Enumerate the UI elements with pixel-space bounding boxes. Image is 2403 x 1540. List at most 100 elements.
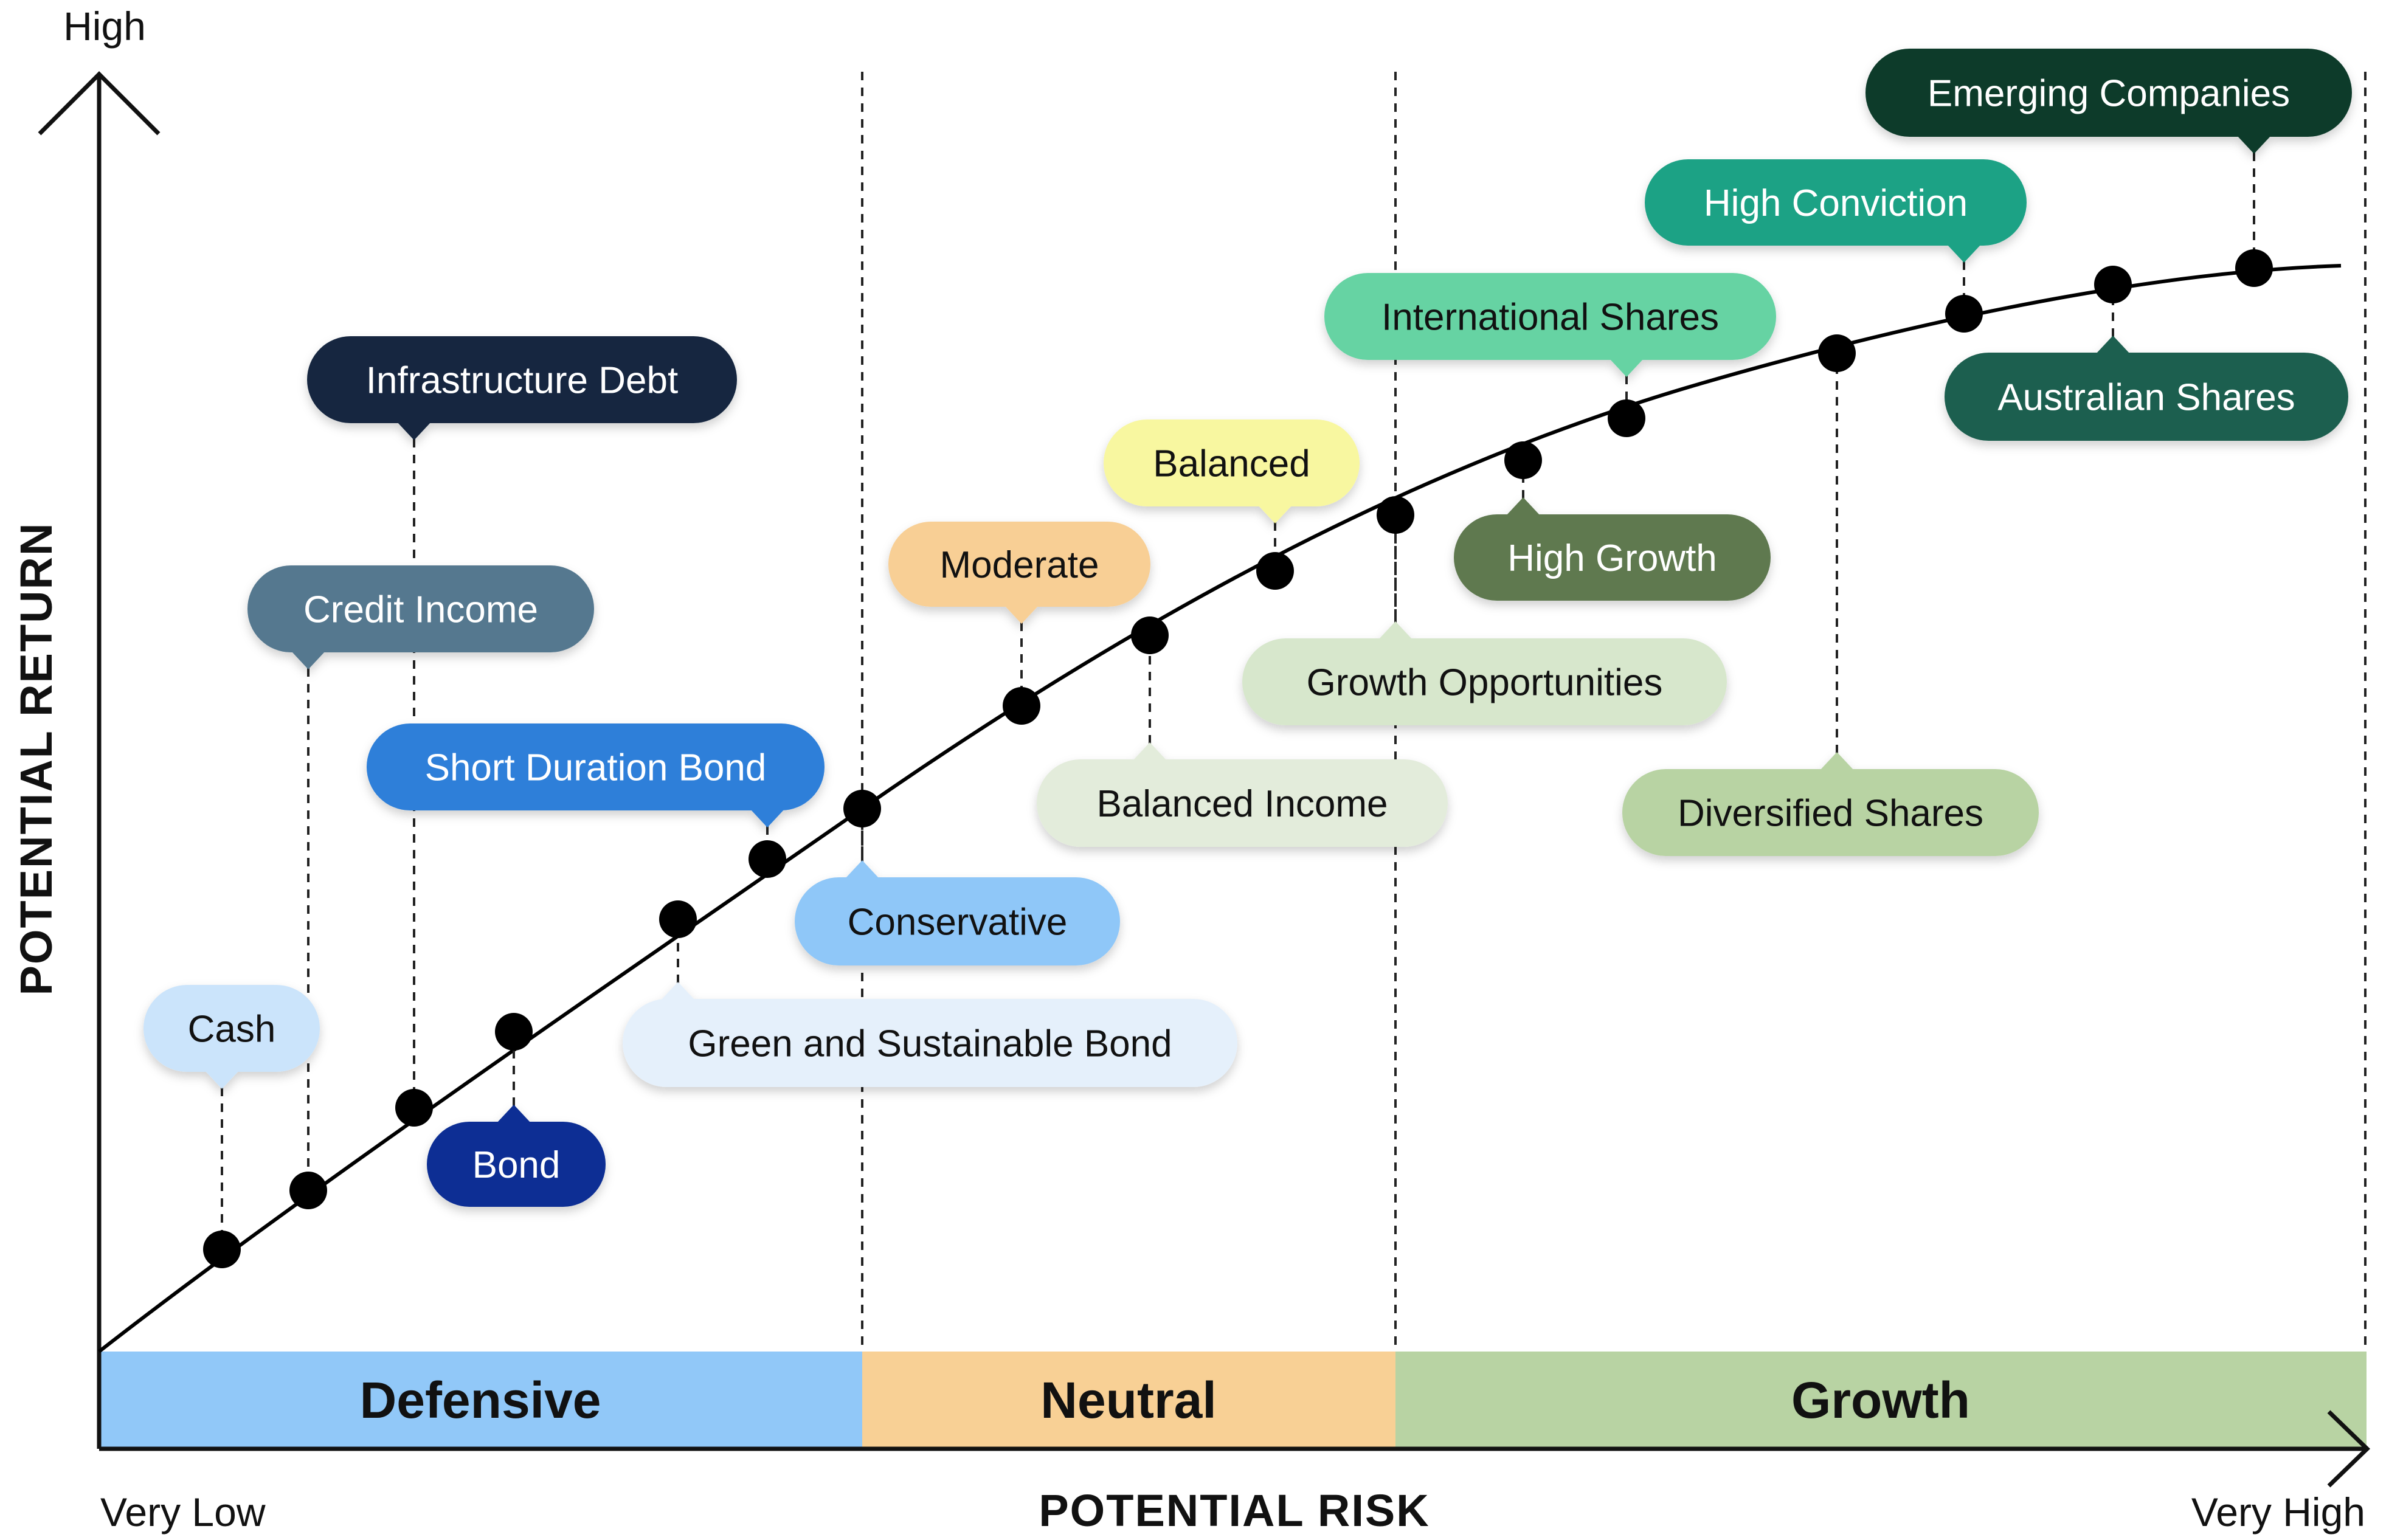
green-and-sustainable-bond-bubble bbox=[623, 982, 1237, 1087]
zone-neutral-label: Neutral bbox=[1040, 1372, 1216, 1429]
bond-dot bbox=[495, 1013, 533, 1051]
short-duration-bond-bubble-body bbox=[367, 723, 825, 810]
australian-shares-bubble-body bbox=[1945, 353, 2348, 441]
conservative-dot bbox=[843, 790, 881, 827]
zone-defensive bbox=[99, 1352, 862, 1449]
balanced-income-dot bbox=[1131, 616, 1169, 654]
high-growth-bubble bbox=[1454, 497, 1771, 601]
infrastructure-debt-bubble bbox=[307, 336, 737, 440]
infrastructure-debt-bubble-body bbox=[307, 336, 737, 423]
high-conviction-bubble bbox=[1645, 159, 2027, 263]
high-conviction-label: High Conviction bbox=[1704, 182, 1968, 224]
emerging-companies-bubble-pointer bbox=[2237, 136, 2271, 154]
growth-opportunities-dot bbox=[1377, 496, 1414, 534]
credit-income-bubble-pointer bbox=[291, 651, 325, 669]
high-growth-dot bbox=[1504, 441, 1542, 479]
balanced-income-bubble bbox=[1037, 742, 1448, 847]
cash-bubble bbox=[143, 985, 320, 1089]
international-shares-bubble bbox=[1324, 273, 1776, 377]
x-axis-very-high-label: Very High bbox=[2191, 1490, 2365, 1535]
infrastructure-debt-label: Infrastructure Debt bbox=[366, 360, 678, 402]
diversified-shares-dot bbox=[1818, 334, 1856, 372]
conservative-bubble bbox=[795, 860, 1120, 965]
short-duration-bond-bubble-pointer bbox=[750, 809, 784, 827]
balanced-bubble-pointer bbox=[1258, 505, 1292, 523]
bond-label: Bond bbox=[472, 1144, 561, 1186]
high-growth-label: High Growth bbox=[1507, 537, 1717, 579]
cash-dot bbox=[203, 1231, 241, 1268]
international-shares-bubble-pointer bbox=[1609, 359, 1644, 377]
australian-shares-bubble-pointer bbox=[2096, 336, 2130, 354]
balanced-income-bubble-pointer bbox=[1133, 742, 1167, 761]
conservative-bubble-body bbox=[795, 877, 1120, 965]
growth-opportunities-bubble-body bbox=[1242, 638, 1727, 725]
cash-bubble-body bbox=[143, 985, 320, 1072]
international-shares-label: International Shares bbox=[1381, 297, 1719, 339]
moderate-bubble-body bbox=[888, 522, 1150, 607]
conservative-bubble-pointer bbox=[845, 860, 879, 879]
balanced-income-bubble-body bbox=[1037, 759, 1448, 847]
australian-shares-bubble bbox=[1945, 336, 2348, 441]
cash-label: Cash bbox=[188, 1009, 276, 1051]
high-growth-bubble-pointer bbox=[1506, 497, 1540, 516]
short-duration-bond-dot bbox=[749, 840, 786, 878]
moderate-bubble bbox=[888, 522, 1150, 624]
bond-bubble-body bbox=[427, 1122, 606, 1207]
x-axis-arrowhead bbox=[2327, 1410, 2371, 1488]
infrastructure-debt-bubble-pointer bbox=[397, 422, 431, 440]
growth-opportunities-label: Growth Opportunities bbox=[1307, 662, 1663, 704]
emerging-companies-dot bbox=[2235, 249, 2273, 287]
australian-shares-dot bbox=[2094, 266, 2132, 303]
credit-income-bubble-body bbox=[247, 565, 594, 652]
fund-label-layer: Cash Credit Income Infrastructure DebtBond… bbox=[143, 49, 2352, 1207]
balanced-bubble bbox=[1104, 420, 1360, 523]
growth-opportunities-bubble-pointer bbox=[1378, 621, 1412, 640]
green-and-sustainable-bond-dot bbox=[659, 900, 697, 938]
balanced-income-label: Balanced Income bbox=[1096, 783, 1388, 825]
y-axis-high-label: High bbox=[63, 4, 146, 49]
y-axis-arrowhead bbox=[38, 71, 161, 136]
credit-income-label: Credit Income bbox=[303, 589, 538, 631]
conservative-label: Conservative bbox=[848, 902, 1068, 944]
high-growth-bubble-body bbox=[1454, 514, 1771, 601]
moderate-label: Moderate bbox=[940, 544, 1099, 586]
balanced-dot bbox=[1256, 552, 1294, 590]
zone-neutral bbox=[862, 1352, 1395, 1449]
high-conviction-bubble-body bbox=[1645, 159, 2027, 246]
diversified-shares-bubble-pointer bbox=[1820, 752, 1854, 770]
moderate-dot bbox=[1003, 687, 1040, 725]
x-axis-title: POTENTIAL RISK bbox=[1039, 1485, 1430, 1536]
emerging-companies-label: Emerging Companies bbox=[1928, 73, 2290, 115]
green-and-sustainable-bond-bubble-body bbox=[623, 999, 1237, 1087]
high-conviction-dot bbox=[1945, 295, 1983, 333]
australian-shares-label: Australian Shares bbox=[1997, 377, 2295, 419]
growth-opportunities-bubble bbox=[1242, 621, 1727, 725]
short-duration-bond-bubble bbox=[367, 723, 825, 827]
green-and-sustainable-bond-bubble-pointer bbox=[661, 982, 695, 1000]
credit-income-bubble bbox=[247, 565, 594, 669]
zone-growth-label: Growth bbox=[1791, 1372, 1970, 1429]
bond-bubble-pointer bbox=[497, 1105, 531, 1123]
green-and-sustainable-bond-label: Green and Sustainable Bond bbox=[688, 1023, 1172, 1065]
cash-bubble-pointer bbox=[205, 1071, 239, 1089]
infrastructure-debt-dot bbox=[395, 1089, 433, 1127]
fund-dot-layer bbox=[203, 249, 2273, 1268]
emerging-companies-bubble bbox=[1865, 49, 2352, 154]
risk-return-curve bbox=[98, 264, 2342, 1353]
international-shares-bubble-body bbox=[1324, 273, 1776, 360]
x-axis-very-low-label: Very Low bbox=[100, 1490, 266, 1535]
zone-growth bbox=[1395, 1352, 2367, 1449]
diversified-shares-bubble bbox=[1622, 752, 2039, 856]
credit-income-dot bbox=[289, 1172, 327, 1209]
diversified-shares-bubble-body bbox=[1622, 769, 2039, 856]
short-duration-bond-label: Short Duration Bond bbox=[425, 747, 767, 789]
balanced-bubble-body bbox=[1104, 420, 1360, 506]
bond-bubble bbox=[427, 1105, 606, 1207]
y-axis-title: POTENTIAL RETURN bbox=[11, 522, 61, 996]
high-conviction-bubble-pointer bbox=[1947, 244, 1981, 263]
balanced-label: Balanced bbox=[1153, 443, 1310, 485]
moderate-bubble-pointer bbox=[1004, 606, 1039, 624]
diversified-shares-label: Diversified Shares bbox=[1678, 793, 1983, 835]
